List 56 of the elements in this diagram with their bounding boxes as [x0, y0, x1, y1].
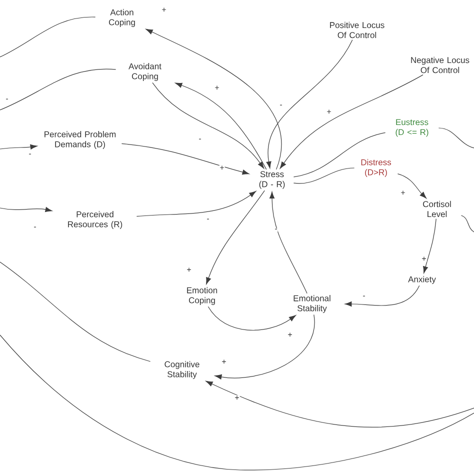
variable-text: Perceived Problem Demands (D) — [44, 131, 116, 149]
arrow — [397, 174, 427, 199]
polarity-sign: - — [362, 295, 366, 299]
arrow — [146, 28, 282, 170]
arrow — [423, 218, 436, 274]
variable-text: Cortisol Level — [423, 200, 451, 218]
polarity-sign: + — [421, 256, 427, 262]
arrow — [214, 314, 315, 380]
connector-line — [293, 132, 386, 178]
polarity-sign: - — [33, 226, 37, 230]
arrow — [344, 285, 420, 307]
polarity-sign: + — [214, 85, 220, 91]
arrow — [136, 191, 256, 217]
polarity-sign: + — [219, 165, 225, 171]
connector-line — [0, 68, 116, 110]
variable-text: Negative Locus Of Control — [411, 56, 470, 74]
variable-text: Stress (D - R) — [259, 171, 285, 189]
polarity-sign: + — [186, 267, 192, 273]
polarity-sign: + — [161, 7, 167, 13]
arrow — [121, 143, 250, 175]
connector-line — [460, 215, 474, 232]
variable-text: Avoidant Coping — [128, 63, 162, 81]
variable-text: Positive Locus Of Control — [330, 22, 384, 38]
arrow — [208, 306, 296, 330]
arrow — [266, 40, 353, 168]
variable-text: Distress (D>R) — [361, 159, 392, 177]
variable-text: Cognitive Stability — [164, 361, 200, 379]
arrow — [152, 82, 264, 169]
arrow — [206, 380, 474, 428]
polarity-sign: - — [5, 98, 9, 102]
polarity-sign: - — [28, 153, 32, 157]
variable-text: Eustress (D <= R) — [396, 119, 428, 137]
polarity-sign: - — [206, 218, 210, 222]
arrow — [175, 82, 267, 170]
polarity-sign: + — [234, 395, 240, 401]
polarity-sign: + — [400, 190, 406, 196]
arrow — [280, 74, 424, 169]
variable-text: Perceived Resources (R) — [68, 211, 122, 229]
polarity-sign: + — [287, 332, 293, 338]
polarity-sign: - — [274, 228, 278, 232]
arrow — [269, 192, 308, 294]
connector-line — [293, 168, 355, 184]
arrow — [0, 207, 52, 212]
arrow — [0, 144, 38, 150]
variable-text: Emotion Coping — [187, 287, 218, 305]
variable-text: Emotional Stability — [294, 295, 330, 313]
arrow — [206, 190, 265, 284]
connector-line — [438, 128, 474, 148]
polarity-sign: + — [326, 109, 332, 115]
variable-text: Anxiety — [408, 276, 436, 284]
polarity-sign: - — [279, 104, 283, 108]
connector-line — [0, 262, 151, 362]
polarity-sign: + — [221, 359, 227, 365]
variable-text: Action Coping — [108, 9, 135, 27]
polarity-sign: - — [198, 138, 202, 142]
connector-line — [0, 16, 96, 58]
